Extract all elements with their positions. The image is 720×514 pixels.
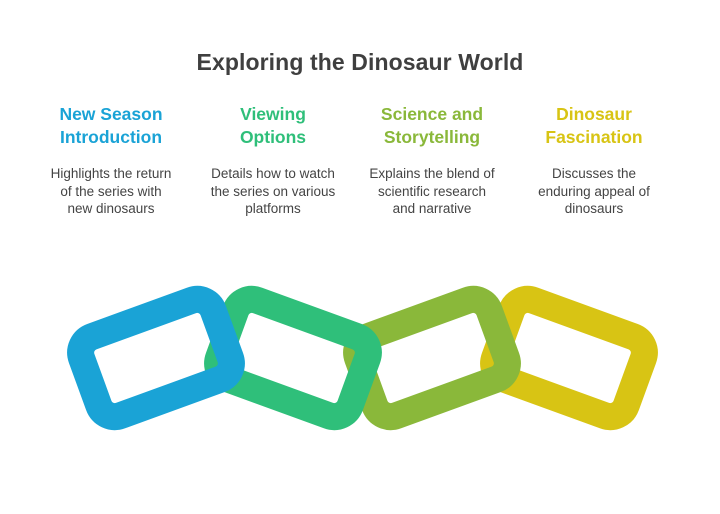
- step-3-column: Science and Storytelling Explains the bl…: [357, 103, 507, 218]
- step-4-column: Dinosaur Fascination Discusses the endur…: [519, 103, 669, 218]
- step-3-description: Explains the blend of scientific researc…: [369, 166, 495, 216]
- step-2-description: Details how to watch the series on vario…: [210, 166, 336, 216]
- step-2-title: Viewing Options: [239, 104, 307, 147]
- step-1-description: Highlights the return of the series with…: [50, 166, 172, 216]
- step-2-column: Viewing Options Details how to watch the…: [198, 103, 348, 218]
- chain-link-1: [67, 285, 245, 431]
- step-3-title: Science and Storytelling: [380, 104, 484, 147]
- diagram-title: Exploring the Dinosaur World: [196, 49, 524, 75]
- step-4-title: Dinosaur Fascination: [545, 104, 643, 147]
- step-1-title: New Season Introduction: [59, 104, 163, 147]
- step-4-description: Discusses the enduring appeal of dinosau…: [538, 166, 650, 216]
- step-1-column: New Season Introduction Highlights the r…: [36, 103, 186, 218]
